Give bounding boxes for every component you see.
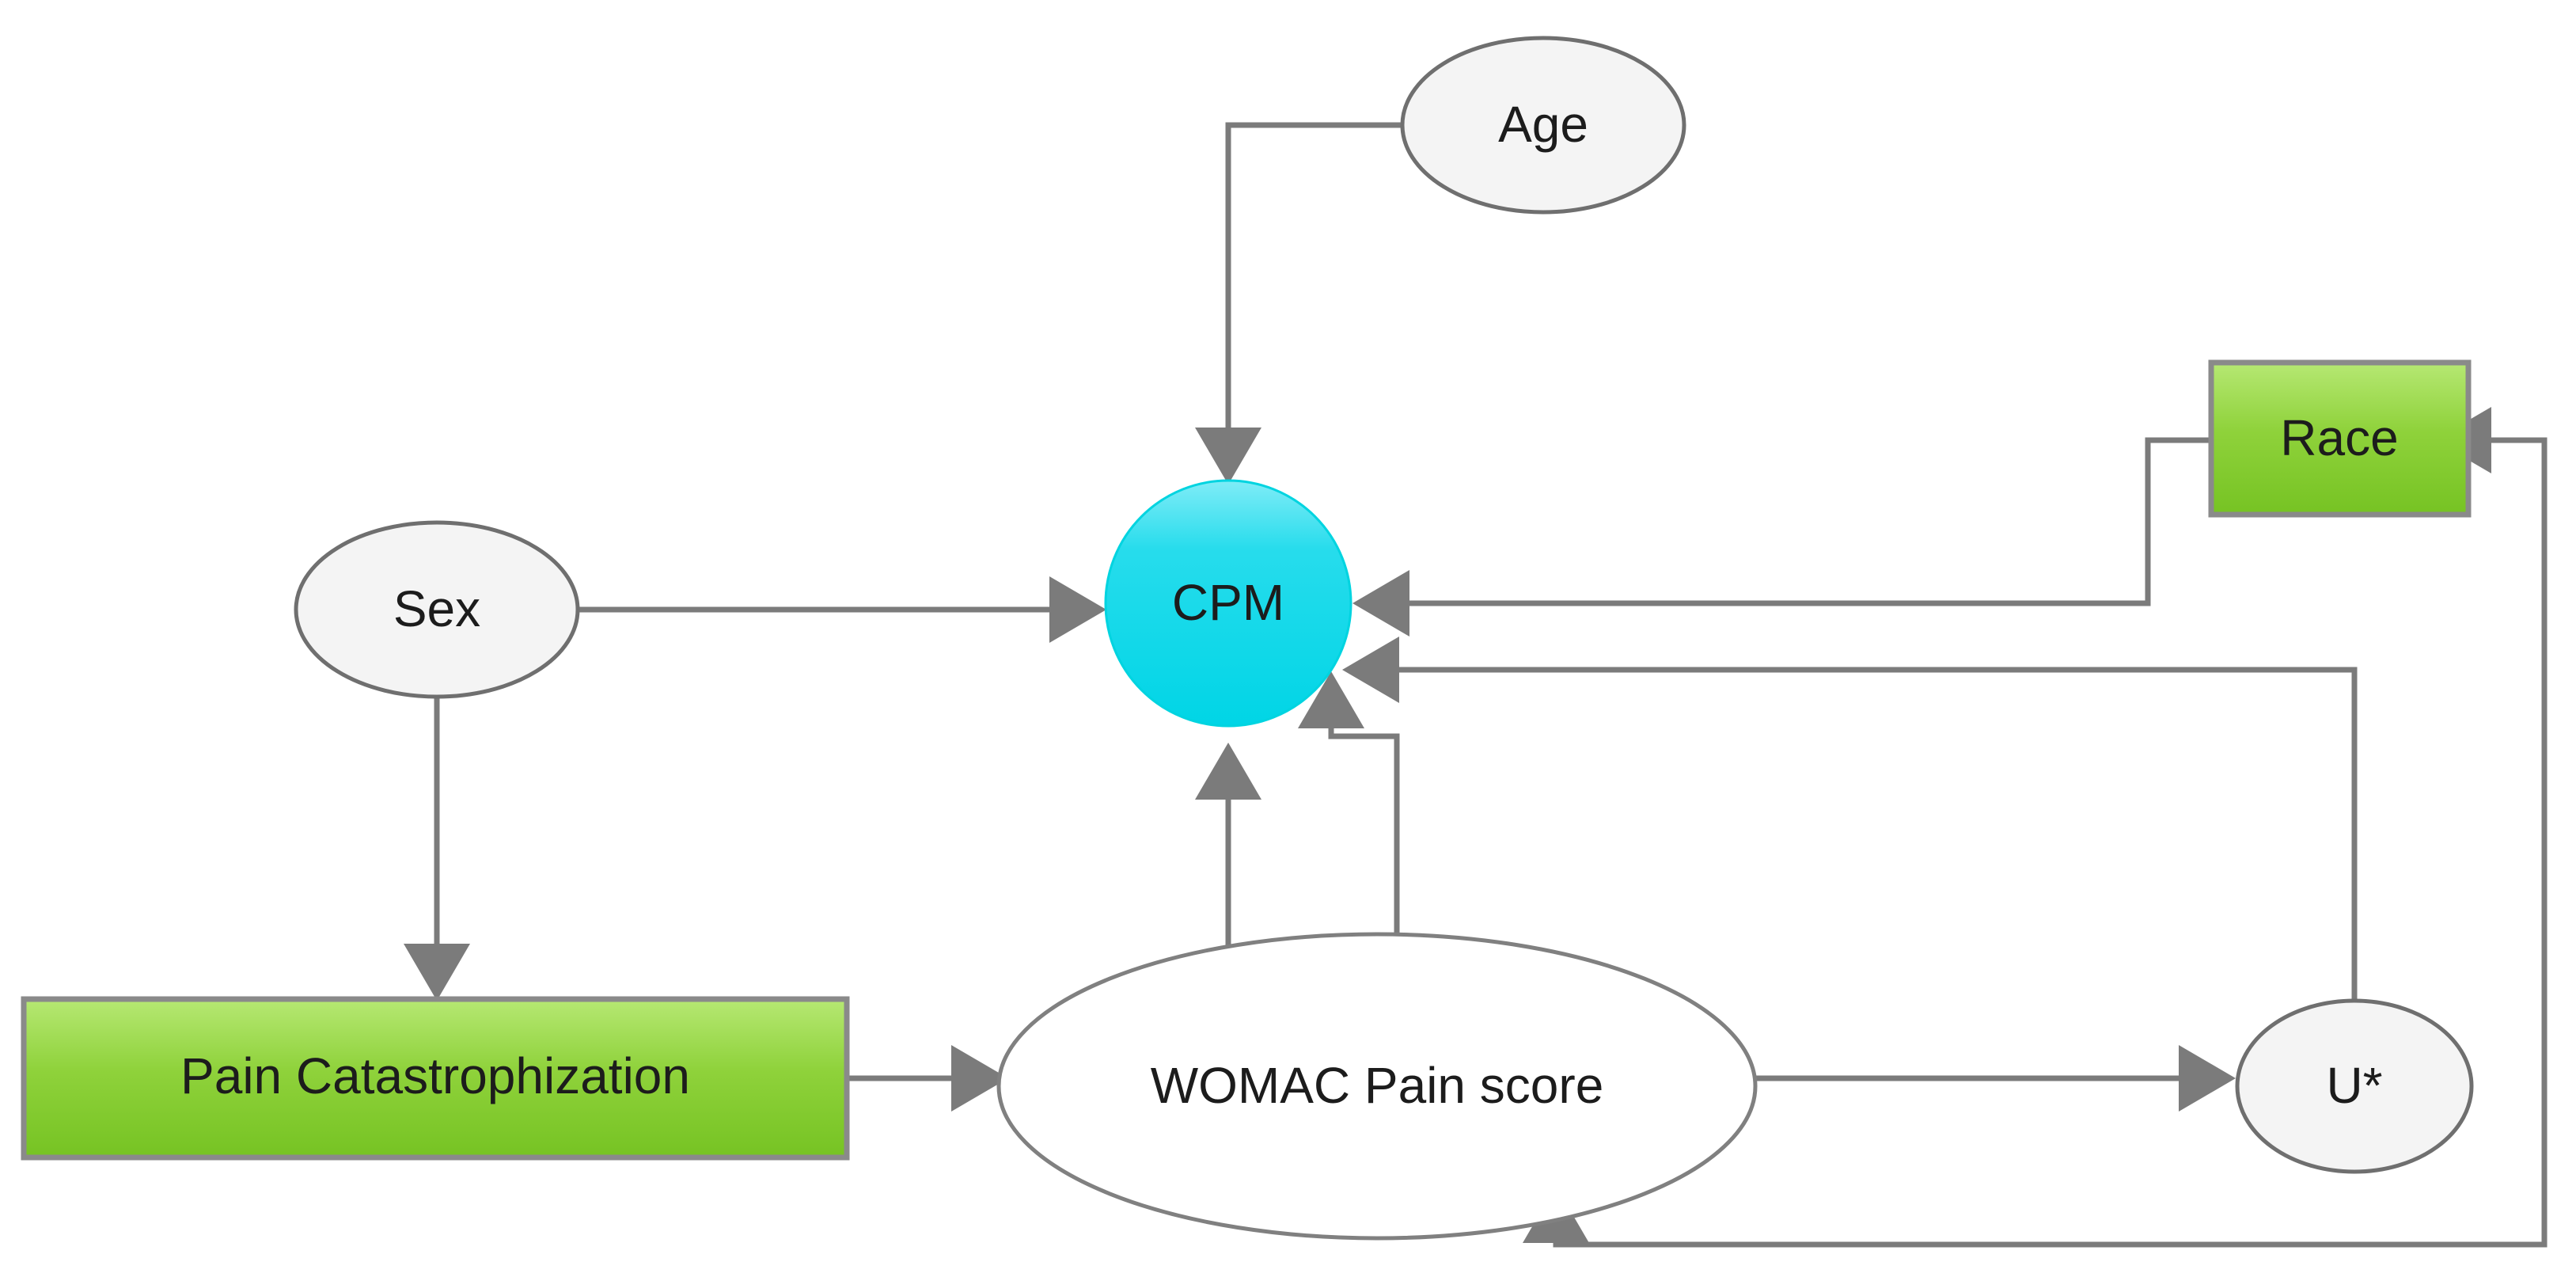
edge-womac-to-cpm-jog [1298,671,1400,966]
node-pain-catastrophization[interactable]: Pain Catastrophization [21,996,850,1161]
node-ustar-label: U* [2326,1057,2382,1114]
edge-sex-to-cpm [578,576,1106,643]
edge-sex-to-pain-catastrophization [404,697,470,1001]
node-sex[interactable]: Sex [294,520,580,699]
edge-age-to-cpm [1195,122,1402,485]
node-race[interactable]: Race [2208,359,2472,518]
edge-race-to-cpm [1352,437,2211,637]
node-age[interactable]: Age [1400,36,1686,215]
node-race-label: Race [2280,409,2398,466]
node-sex-label: Sex [393,580,480,637]
node-ustar[interactable]: U* [2235,998,2474,1174]
node-cpm[interactable]: CPM [1104,479,1352,728]
edge-womac-to-cpm-direct [1195,743,1261,960]
edge-pain-catastrophization-to-womac [847,1045,1008,1112]
node-womac-pain-score-label: WOMAC Pain score [1151,1057,1604,1114]
node-womac-pain-score[interactable]: WOMAC Pain score [996,932,1758,1241]
node-age-label: Age [1498,96,1588,153]
edge-womac-to-ustar [1755,1045,2236,1112]
node-layer: Age Sex CPM Race Pain Catastrophization [21,36,2474,1241]
edge-ustar-to-cpm [1342,637,2358,1001]
edge-layer [404,122,2548,1248]
node-cpm-label: CPM [1172,574,1284,631]
node-pain-catastrophization-label: Pain Catastrophization [180,1047,690,1104]
